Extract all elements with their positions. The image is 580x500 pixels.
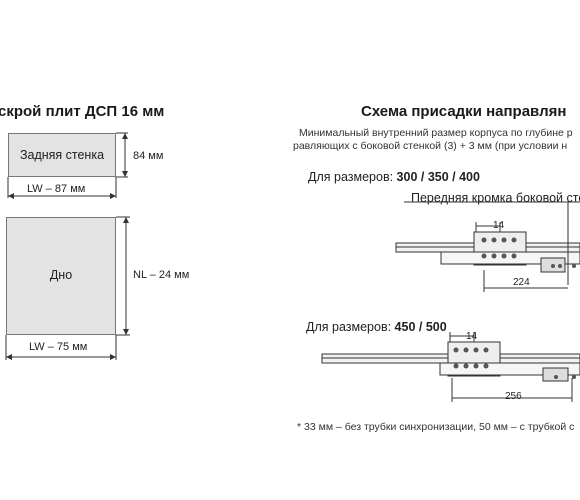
group1-dim-224: 224 bbox=[513, 277, 530, 288]
min-size-note-line1: Минимальный внутренний размер корпуса по… bbox=[299, 127, 573, 139]
group2-sizes: 450 / 500 bbox=[394, 320, 447, 334]
arrowheads bbox=[6, 133, 129, 360]
rail-holes-1 bbox=[481, 237, 576, 268]
rail-drawing-1 bbox=[395, 201, 580, 292]
bottom-panel-height-dim: NL – 24 мм bbox=[133, 269, 190, 281]
rail-holes-2 bbox=[453, 347, 576, 379]
bottom-panel-width-dim: LW – 75 мм bbox=[29, 341, 88, 353]
left-section-title: скрой плит ДСП 16 мм bbox=[0, 103, 165, 120]
rail-drawing-2 bbox=[321, 332, 580, 402]
group1-prefix: Для размеров: bbox=[308, 170, 397, 184]
back-panel-height-dim: 84 мм bbox=[133, 150, 164, 162]
back-panel-label: Задняя стенка bbox=[19, 148, 105, 162]
group1-sizes: 300 / 350 / 400 bbox=[396, 170, 480, 184]
group2-prefix: Для размеров: bbox=[306, 320, 395, 334]
right-section-title: Схема присадки направлян bbox=[361, 103, 567, 120]
group2-dim-256: 256 bbox=[505, 391, 522, 402]
bottom-panel-dimension-lines bbox=[5, 216, 130, 360]
back-panel-rect: Задняя стенка bbox=[8, 133, 116, 177]
back-panel-dimension-lines bbox=[7, 132, 128, 198]
group2-size-label: Для размеров: 450 / 500 bbox=[306, 320, 447, 334]
min-size-note-line2: равляющих с боковой стенкой (3) + 3 мм (… bbox=[293, 140, 568, 152]
back-panel-width-dim: LW – 87 мм bbox=[27, 183, 86, 195]
group1-size-label: Для размеров: 300 / 350 / 400 bbox=[308, 170, 480, 184]
footnote: * 33 мм – без трубки синхронизации, 50 м… bbox=[297, 421, 575, 433]
bottom-panel-label: Дно bbox=[49, 268, 73, 282]
bottom-panel-rect: Дно bbox=[6, 217, 116, 335]
